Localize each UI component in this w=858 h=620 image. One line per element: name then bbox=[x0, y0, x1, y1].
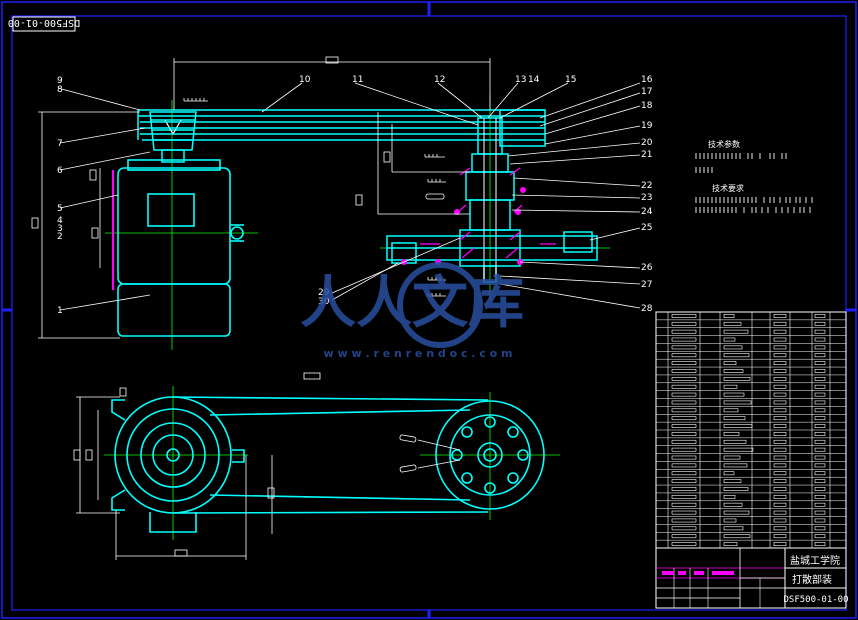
svg-text:21: 21 bbox=[641, 150, 652, 160]
callout-numbers: 1 2 3 4 5 6 7 8 9 10 11 12 13 14 15 16 1… bbox=[57, 75, 653, 316]
svg-text:6: 6 bbox=[57, 166, 63, 176]
svg-text:27: 27 bbox=[641, 280, 652, 290]
svg-text:14: 14 bbox=[528, 75, 540, 85]
svg-text:16: 16 bbox=[641, 75, 653, 85]
watermark-url: w w w . r e n r e n d o c . c o m bbox=[323, 347, 512, 360]
svg-text:12: 12 bbox=[434, 75, 445, 85]
svg-text:29: 29 bbox=[318, 288, 330, 298]
svg-text:5: 5 bbox=[57, 204, 63, 214]
svg-text:7: 7 bbox=[57, 139, 63, 149]
svg-text:技术要求: 技术要求 bbox=[712, 183, 744, 193]
svg-text:10: 10 bbox=[299, 75, 311, 85]
svg-text:13: 13 bbox=[515, 75, 526, 85]
svg-text:3: 3 bbox=[57, 224, 63, 234]
svg-text:4: 4 bbox=[57, 216, 63, 226]
plan-view bbox=[73, 386, 560, 560]
leader-lines bbox=[57, 82, 641, 311]
part-name: 打散部装 bbox=[792, 573, 832, 586]
svg-text:18: 18 bbox=[641, 101, 653, 111]
title-block: 盐城工学院 打散部装 DSF500-01-00 bbox=[655, 547, 849, 609]
svg-text:30: 30 bbox=[318, 297, 330, 307]
svg-text:17: 17 bbox=[641, 87, 652, 97]
svg-text:23: 23 bbox=[641, 193, 652, 203]
dimension-lines bbox=[31, 56, 491, 380]
technical-notes: 技术参数 技术要求 bbox=[695, 139, 813, 213]
parts-list bbox=[655, 311, 847, 549]
svg-text:22: 22 bbox=[641, 181, 652, 191]
svg-text:26: 26 bbox=[641, 263, 653, 273]
watermark-brand: 人人文库 bbox=[300, 271, 524, 336]
svg-text:19: 19 bbox=[641, 121, 653, 131]
svg-text:15: 15 bbox=[565, 75, 576, 85]
svg-text:2: 2 bbox=[57, 232, 63, 242]
svg-text:28: 28 bbox=[641, 304, 653, 314]
front-elevation-view bbox=[105, 95, 610, 350]
svg-text:技术参数: 技术参数 bbox=[708, 139, 740, 149]
drawing-code-bottom: DSF500-01-00 bbox=[783, 595, 848, 605]
school-name: 盐城工学院 bbox=[790, 554, 840, 567]
drawing-code-top: DSF500-01-00 bbox=[8, 16, 80, 32]
svg-text:24: 24 bbox=[641, 207, 653, 217]
svg-text:20: 20 bbox=[641, 138, 653, 148]
watermark: 人人文库 w w w . r e n r e n d o c . c o m bbox=[300, 262, 524, 360]
svg-text:1: 1 bbox=[57, 306, 63, 316]
svg-text:25: 25 bbox=[641, 223, 652, 233]
svg-text:DSF500-01-00: DSF500-01-00 bbox=[8, 17, 80, 28]
svg-text:9: 9 bbox=[57, 76, 63, 86]
svg-text:8: 8 bbox=[57, 85, 63, 95]
svg-text:11: 11 bbox=[352, 75, 363, 85]
